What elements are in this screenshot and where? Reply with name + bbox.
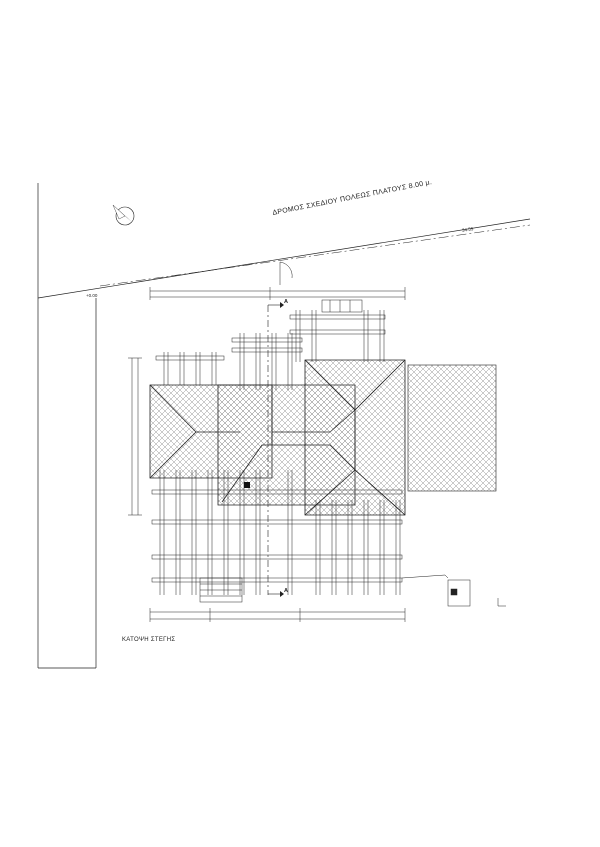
north-arrow-icon <box>112 204 135 226</box>
elevation-label: +0.00 <box>86 293 98 298</box>
dimension-lines-top <box>149 287 406 300</box>
section-line <box>267 304 280 595</box>
section-marker-bottom: A <box>284 588 288 594</box>
small-structure <box>401 574 506 607</box>
plot-boundary <box>37 183 531 669</box>
plan-title: ΚΑΤΟΨΗ ΣΤΕΓΗΣ <box>122 637 176 643</box>
dimension-lines-left <box>128 357 142 516</box>
section-arrow-icon <box>280 302 284 597</box>
square-marker-icon <box>244 482 250 488</box>
adjacent-hatched-area <box>407 364 497 492</box>
road-edge <box>99 224 531 287</box>
roof-main <box>149 359 406 516</box>
section-marker-top: A <box>284 299 288 305</box>
dimension-lines-bottom <box>149 608 406 622</box>
